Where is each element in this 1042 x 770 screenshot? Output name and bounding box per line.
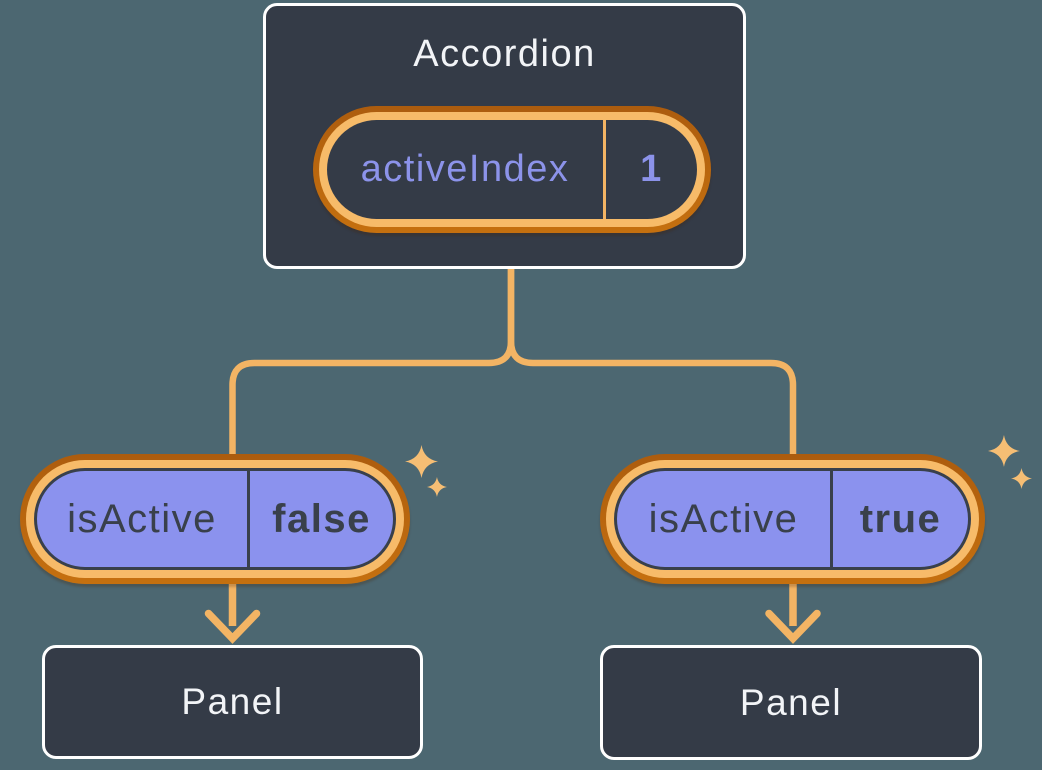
- state-name: activeIndex: [360, 148, 570, 190]
- connector-left: [229, 268, 515, 456]
- state-pill-ring: activeIndex 1: [319, 112, 705, 227]
- panel-card-left: Panel: [42, 645, 423, 759]
- prop-value: true: [830, 471, 968, 567]
- prop-pill-right: isActive true: [600, 454, 985, 584]
- state-pill: activeIndex 1: [313, 106, 711, 233]
- connector-lines: [229, 268, 797, 456]
- prop-pill-ring: isActive false: [26, 460, 404, 578]
- component-title: Accordion: [413, 33, 596, 75]
- arrow-down-icon: [765, 578, 821, 644]
- arrow-down-icon: [204, 578, 261, 644]
- prop-name: isActive: [67, 496, 217, 541]
- prop-value: false: [247, 471, 393, 567]
- prop-name: isActive: [648, 496, 799, 541]
- state-value: 1: [603, 120, 697, 219]
- panel-card-right: Panel: [600, 645, 982, 760]
- panel-title: Panel: [181, 681, 284, 722]
- accordion-component-card: Accordion activeIndex 1: [263, 3, 746, 269]
- connector-right: [507, 268, 797, 456]
- prop-pill-ring: isActive true: [606, 460, 979, 578]
- sparkle-icon: [405, 445, 447, 497]
- prop-pill-left: isActive false: [20, 454, 410, 584]
- sparkle-icon: [988, 435, 1032, 489]
- panel-title: Panel: [739, 681, 843, 723]
